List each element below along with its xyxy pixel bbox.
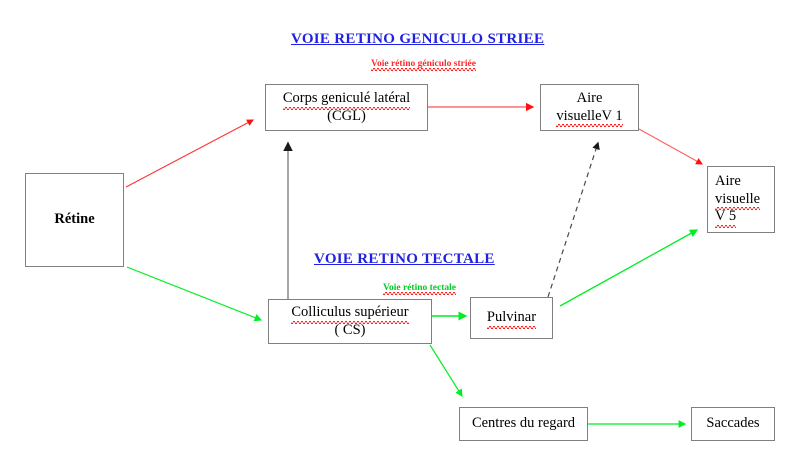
title-retino-geniculo-striee: VOIE RETINO GENICULO STRIEE bbox=[291, 31, 545, 47]
node-cgl-line2: (CGL) bbox=[327, 107, 366, 124]
node-v5-line3: V 5 bbox=[715, 208, 737, 228]
node-v5-label: Aire visuelle V 5 bbox=[715, 172, 761, 228]
node-v5[interactable]: Aire visuelle V 5 bbox=[707, 166, 775, 233]
node-v1-line2: visuelleV 1 bbox=[556, 107, 623, 127]
subtitle-text-1: Voie rétino géniculo striée bbox=[371, 59, 476, 71]
node-retine-label: Rétine bbox=[54, 211, 95, 228]
node-v5-line2: visuelle bbox=[715, 190, 761, 211]
node-saccades[interactable]: Saccades bbox=[691, 407, 775, 441]
node-cs[interactable]: Colliculus supérieur ( CS) bbox=[268, 299, 432, 344]
node-pulvinar[interactable]: Pulvinar bbox=[470, 297, 553, 339]
node-v1[interactable]: Aire visuelleV 1 bbox=[540, 84, 639, 131]
node-centres-label: Centres du regard bbox=[471, 415, 576, 432]
node-cs-line2: ( CS) bbox=[334, 321, 366, 338]
node-cs-line1: Colliculus supérieur bbox=[291, 303, 409, 324]
subtitle-text-2: Voie rétino tectale bbox=[383, 283, 456, 295]
node-v1-label: Aire visuelleV 1 bbox=[556, 89, 623, 127]
subtitle-retino-geniculo-striee: Voie rétino géniculo striée bbox=[371, 59, 476, 71]
edge-cs-centres bbox=[429, 344, 463, 398]
node-cgl[interactable]: Corps geniculé latéral (CGL) bbox=[265, 84, 428, 131]
node-v1-line1: Aire bbox=[576, 89, 603, 106]
node-cgl-label: Corps geniculé latéral (CGL) bbox=[282, 89, 411, 125]
subtitle-retino-tectale: Voie rétino tectale bbox=[383, 283, 456, 295]
node-saccades-label: Saccades bbox=[706, 415, 760, 432]
node-pulvinar-label: Pulvinar bbox=[486, 309, 537, 329]
edge-retine-cs bbox=[126, 266, 263, 322]
edge-retine-cgl bbox=[125, 119, 254, 188]
node-cgl-line1: Corps geniculé latéral bbox=[282, 89, 411, 110]
node-cs-label: Colliculus supérieur ( CS) bbox=[291, 303, 409, 339]
edge-pulvinar-v1 bbox=[547, 141, 600, 298]
edge-v1-v5 bbox=[638, 128, 703, 165]
edge-pulvinar-v5 bbox=[559, 229, 699, 307]
title-retino-tectale: VOIE RETINO TECTALE bbox=[314, 251, 495, 267]
node-centres-du-regard[interactable]: Centres du regard bbox=[459, 407, 588, 441]
node-v5-line1: Aire bbox=[715, 172, 741, 189]
faint-artifact bbox=[126, 446, 222, 464]
node-retine[interactable]: Rétine bbox=[25, 173, 124, 267]
